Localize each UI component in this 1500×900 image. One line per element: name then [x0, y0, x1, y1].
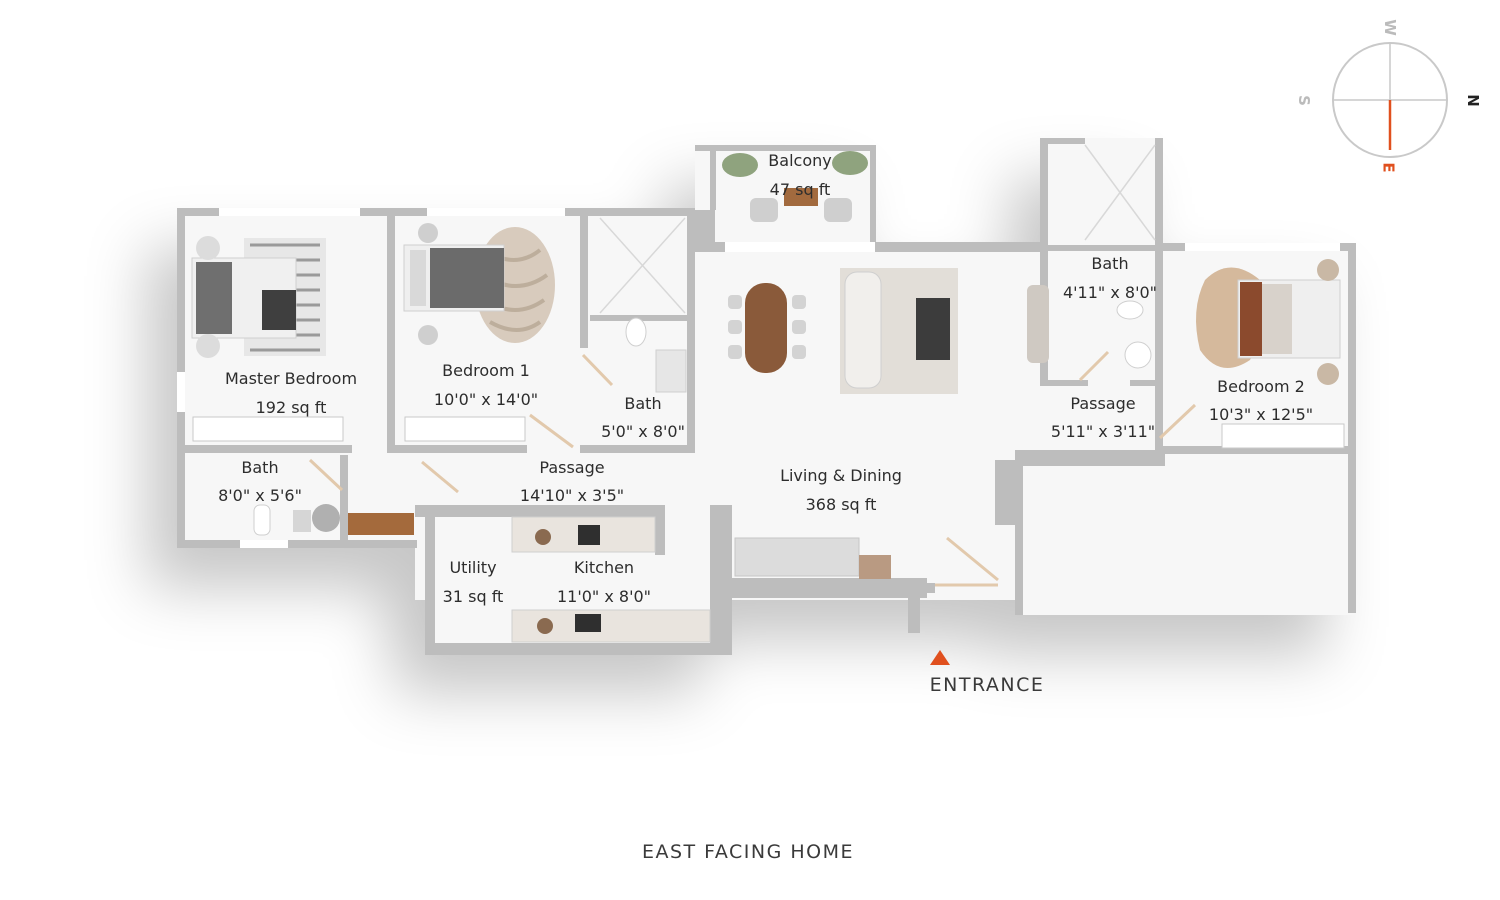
- label-master-bedroom: Master Bedroom: [224, 369, 358, 388]
- bedroom1-wardrobe: [404, 416, 526, 442]
- size-bedroom1: 10'0" x 14'0": [433, 390, 539, 409]
- page-caption: EAST FACING HOME: [641, 841, 855, 863]
- master-bath-door-mat: [348, 513, 414, 535]
- dining-set: [728, 283, 806, 373]
- size-bath-small: 5'0" x 8'0": [601, 422, 685, 441]
- size-bath-right: 4'11" x 8'0": [1062, 283, 1158, 302]
- label-bedroom2: Bedroom 2: [1217, 377, 1305, 396]
- tv-unit: [1027, 285, 1049, 363]
- label-balcony: Balcony: [768, 151, 832, 170]
- compass-east-label: E: [1379, 162, 1398, 173]
- label-bath-right: Bath: [1091, 254, 1129, 273]
- doors: [308, 350, 1197, 587]
- size-passage-center: 14'10" x 3'5": [519, 486, 625, 505]
- size-balcony: 47 sq ft: [769, 180, 831, 199]
- entrance-arrow-icon: [930, 650, 950, 665]
- windows: [177, 208, 1340, 548]
- size-passage-right: 5'11" x 3'11": [1050, 422, 1156, 441]
- living-sofa-set: [840, 268, 958, 394]
- walls: [177, 138, 1356, 655]
- compass-south-label: S: [1294, 95, 1313, 106]
- label-bath-small: Bath: [624, 394, 662, 413]
- right-bath-fixtures: [1116, 300, 1152, 369]
- size-bedroom2: 10'3" x 12'5": [1208, 405, 1314, 424]
- label-kitchen: Kitchen: [573, 558, 635, 577]
- master-bath-fixtures: [253, 504, 340, 536]
- small-bath-fixtures: [625, 317, 687, 393]
- label-bath-master: Bath: [241, 458, 279, 477]
- balcony-furniture: [722, 151, 868, 222]
- label-bedroom1: Bedroom 1: [442, 361, 530, 380]
- bedroom1-bed: [403, 223, 555, 345]
- entrance-label: ENTRANCE: [929, 674, 1045, 696]
- bedroom2-bed: [1196, 259, 1341, 385]
- compass-icon: [1332, 42, 1448, 158]
- label-passage-center: Passage: [539, 458, 605, 477]
- master-wardrobe: [192, 416, 344, 442]
- shaft-markings: [599, 144, 1156, 314]
- label-passage-right: Passage: [1070, 394, 1136, 413]
- size-utility: 31 sq ft: [442, 587, 504, 606]
- bottom-sofa: [734, 537, 891, 579]
- label-living: Living & Dining: [780, 466, 902, 485]
- bedroom2-wardrobe: [1221, 423, 1345, 449]
- compass-west-label: W: [1380, 19, 1399, 36]
- compass-north-label: N: [1463, 94, 1482, 107]
- label-utility: Utility: [449, 558, 497, 577]
- kitchen-counters: [511, 516, 711, 643]
- master-bed: [191, 236, 326, 358]
- size-master-bedroom: 192 sq ft: [255, 398, 327, 417]
- size-kitchen: 11'0" x 8'0": [556, 587, 652, 606]
- size-bath-master: 8'0" x 5'6": [218, 486, 302, 505]
- size-living: 368 sq ft: [805, 495, 877, 514]
